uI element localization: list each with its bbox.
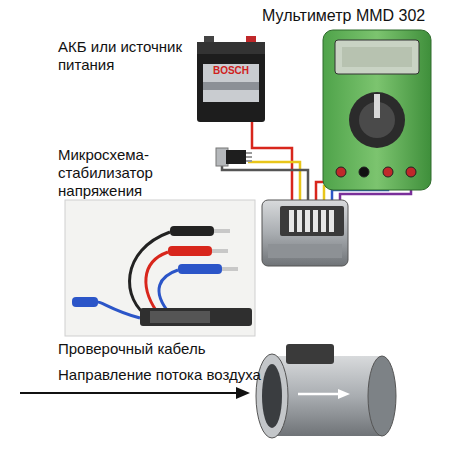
connector-picture bbox=[262, 200, 348, 266]
direction-label: Направление потока воздуха bbox=[58, 366, 261, 384]
test-cable-photo bbox=[65, 200, 255, 336]
part-label: Микросхема-стабилизатор напряжения bbox=[58, 146, 168, 200]
multimeter-picture bbox=[323, 30, 431, 190]
maf-sensor-picture bbox=[256, 344, 396, 438]
device-label: Мультиметр MMD 302 bbox=[262, 6, 425, 25]
part-label: Проверочный кабель bbox=[58, 340, 205, 358]
airflow-arrow bbox=[20, 387, 250, 399]
part-label: АКБ или источник питания bbox=[58, 38, 196, 74]
battery-picture bbox=[197, 36, 265, 122]
regulator-picture bbox=[216, 148, 252, 166]
brand-mark: BOSCH bbox=[203, 65, 259, 77]
